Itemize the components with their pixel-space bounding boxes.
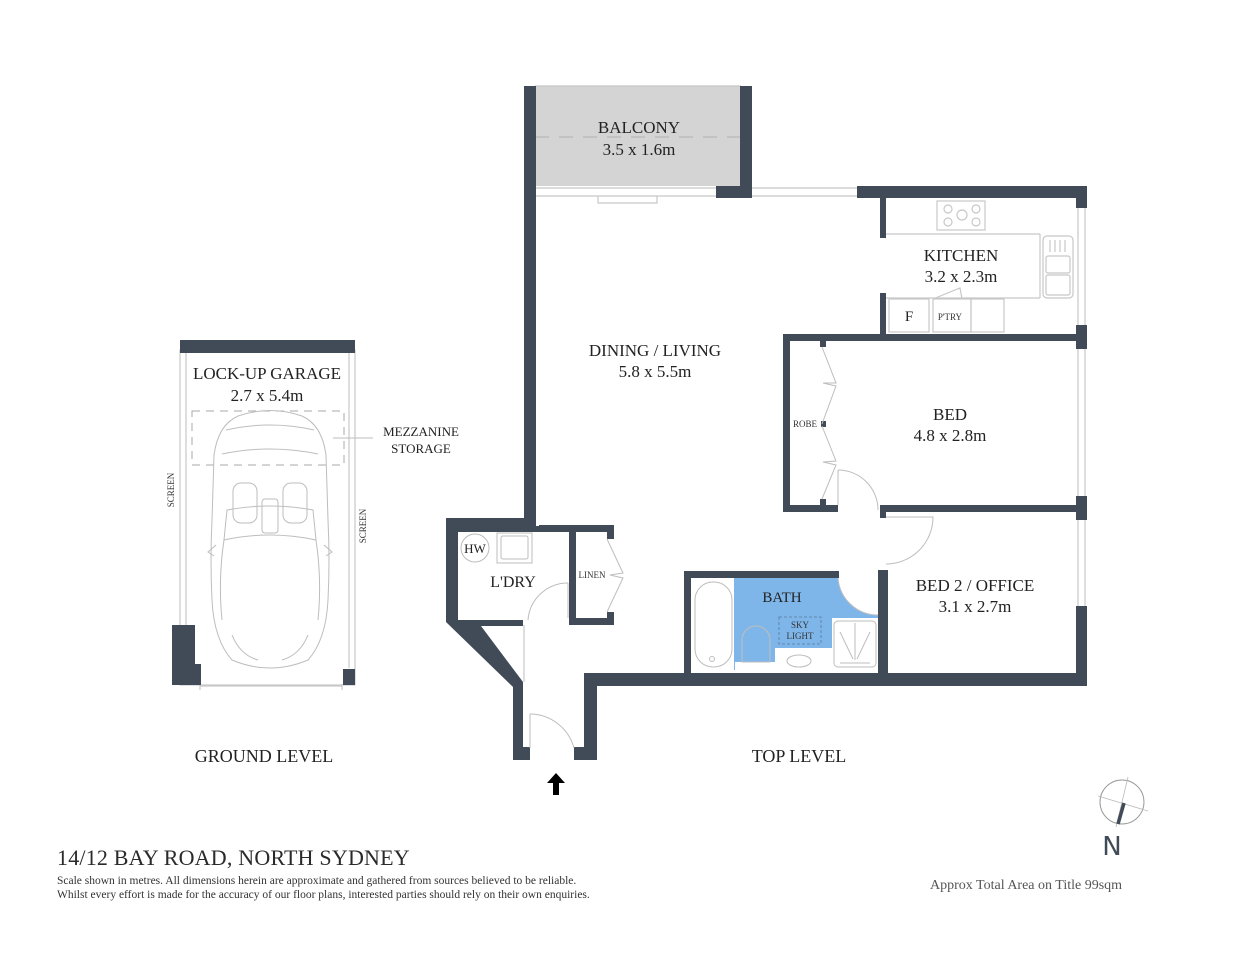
laundry-name: L'DRY [490, 574, 536, 591]
bed2-dims: 3.1 x 2.7m [939, 597, 1012, 616]
bed-dims: 4.8 x 2.8m [914, 426, 987, 445]
top-level-label: TOP LEVEL [752, 746, 847, 766]
laundry: L'DRY HW LINEN [446, 518, 624, 760]
bathroom: BATH SKY LIGHT [684, 570, 886, 686]
skylight-line2: LIGHT [787, 631, 814, 641]
pantry-label: P'TRY [938, 312, 963, 322]
disclaimer-line-2: Whilst every effort is made for the accu… [57, 889, 590, 901]
balcony-name: BALCONY [598, 118, 680, 137]
bedroom-2: BED 2 / OFFICE 3.1 x 2.7m [880, 512, 1034, 686]
mezzanine-label-line1: MEZZANINE [383, 424, 459, 439]
mezzanine-label-line2: STORAGE [391, 441, 451, 456]
disclaimer-line-1: Scale shown in metres. All dimensions he… [57, 875, 577, 887]
bed2-name: BED 2 / OFFICE [916, 576, 1035, 595]
fridge-label: F [905, 309, 913, 325]
right-windows [1077, 208, 1086, 606]
ground-level-label: GROUND LEVEL [195, 746, 333, 766]
garage-dims: 2.7 x 5.4m [231, 386, 304, 405]
balcony: BALCONY 3.5 x 1.6m [524, 85, 752, 206]
kitchen-name: KITCHEN [924, 246, 999, 265]
sink-icon [1042, 235, 1074, 299]
bath-name: BATH [762, 590, 801, 606]
car-icon [207, 410, 333, 669]
bed-name: BED [933, 405, 967, 424]
compass-north-label: N [1102, 832, 1121, 862]
kitchen-dims: 3.2 x 2.3m [925, 267, 998, 286]
screen-label-left: SCREEN [166, 472, 176, 507]
dining-living-dims: 5.8 x 5.5m [619, 362, 692, 381]
bedroom-1: BED 4.8 x 2.8m ROBE [783, 334, 1086, 512]
garage: LOCK-UP GARAGE 2.7 x 5.4m MEZZANINE STOR… [166, 340, 459, 690]
property-address-title: 14/12 BAY ROAD, NORTH SYDNEY [57, 845, 410, 870]
skylight-line1: SKY [791, 620, 810, 630]
hot-water-label: HW [464, 541, 486, 556]
dining-living-name: DINING / LIVING [589, 341, 721, 360]
cooktop-icon [936, 200, 986, 231]
compass-icon [1097, 776, 1149, 828]
total-area-label: Approx Total Area on Title 99sqm [930, 878, 1123, 893]
balcony-door [536, 186, 857, 204]
garage-name: LOCK-UP GARAGE [193, 364, 341, 383]
robe-label: ROBE [793, 419, 818, 429]
screen-label-right: SCREEN [358, 508, 368, 543]
balcony-dims: 3.5 x 1.6m [603, 140, 676, 159]
kitchen: KITCHEN 3.2 x 2.3m F P'TRY [880, 198, 1074, 335]
entry-arrow-icon [547, 773, 565, 795]
linen-label: LINEN [579, 570, 606, 580]
